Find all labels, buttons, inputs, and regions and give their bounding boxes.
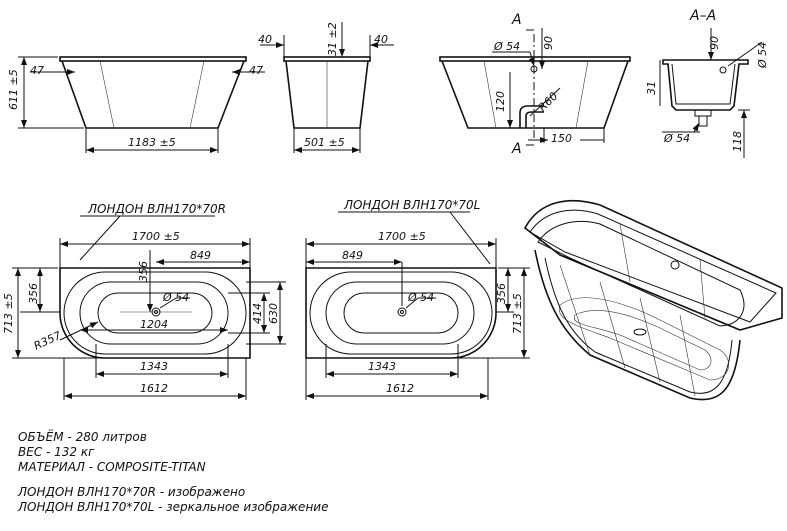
dim-611: 611 ±5 [7, 69, 20, 110]
plan-r-dim-r357: R357 [32, 329, 63, 353]
plan-r-dim-1700: 1700 ±5 [132, 230, 180, 243]
drain-view: A A Ø 54 90 120 R60 150 [439, 12, 631, 157]
plan-l-dim-1700: 1700 ±5 [378, 230, 426, 243]
dim-120: 120 [494, 91, 507, 112]
plan-r-dim-1612: 1612 [140, 382, 168, 395]
note-material: МАТЕРИАЛ - COMPOSITE-TITAN [18, 460, 206, 474]
end-view-rim [283, 56, 371, 62]
notes-block: ОБЪЁМ - 280 литров ВЕС - 132 кг МАТЕРИАЛ… [18, 430, 328, 515]
side-view: 47 47 611 ±5 1183 ±5 [7, 56, 265, 153]
dim-90-section: 90 [708, 36, 721, 50]
plan-l-dim-849: 849 [342, 249, 363, 262]
dim-40-right: 40 [374, 33, 388, 46]
end-view: 40 40 31 ±2 501 ±5 [258, 22, 394, 153]
plan-l-dim-1612: 1612 [386, 382, 414, 395]
section-view: A–A 90 Ø 54 31 Ø 54 118 [645, 8, 769, 158]
dim-47-right: 47 [249, 64, 263, 77]
plan-r-dim-414: 414 [251, 303, 264, 324]
dim-r60: R60 [536, 90, 560, 114]
plan-r-bottom [79, 281, 229, 345]
dim-90: 90 [542, 36, 555, 50]
dim-1183: 1183 ±5 [128, 136, 176, 149]
plan-view-r: ЛОНДОН ВЛН170*70R 1700 ±5 849 356 356 71… [2, 202, 286, 400]
drain-pipe [519, 105, 544, 128]
note-weight: ВЕС - 132 кг [18, 445, 95, 459]
note-model-l: ЛОНДОН ВЛН170*70L - зеркальное изображен… [18, 500, 329, 514]
dim-501: 501 ±5 [304, 136, 345, 149]
section-title: A–A [689, 8, 716, 24]
plan-r-dim-54: Ø 54 [162, 291, 189, 304]
section-mark-a-bottom: A [511, 141, 522, 157]
side-view-body [61, 60, 245, 129]
plan-l-dim-356: 356 [495, 283, 508, 304]
dim-54-section-bottom: Ø 54 [663, 132, 690, 145]
isometric-view [523, 199, 783, 401]
dim-150: 150 [551, 132, 572, 145]
plan-r-outline [59, 267, 251, 359]
dim-54: Ø 54 [493, 40, 520, 53]
dim-47-left: 47 [30, 64, 44, 77]
plan-r-dim-713: 713 ±5 [2, 293, 15, 334]
plan-r-dim-356-top: 356 [137, 261, 150, 282]
drain-view-rim [439, 56, 631, 62]
plan-l-dim-713: 713 ±5 [511, 293, 524, 334]
plan-l-bowl [309, 271, 493, 355]
plan-r-bowl [63, 271, 247, 355]
note-model-r: ЛОНДОН ВЛН170*70R - изображено [18, 485, 246, 499]
plan-r-dim-630: 630 [267, 303, 280, 324]
plan-r-dim-356-side: 356 [27, 283, 40, 304]
plan-l-dim-54: Ø 54 [407, 291, 434, 304]
dim-54-section-top: Ø 54 [756, 42, 769, 69]
plan-l-model: ЛОНДОН ВЛН170*70L [343, 198, 480, 212]
section-mark-a-top: A [511, 12, 522, 28]
iso-drain [633, 328, 647, 336]
plan-l-outline [305, 267, 497, 359]
section-outline [662, 59, 749, 111]
side-view-rim [59, 56, 247, 62]
dim-118: 118 [731, 131, 744, 152]
drain-view-body [441, 60, 629, 129]
plan-r-dim-1204: 1204 [140, 318, 168, 331]
plan-r-dim-849: 849 [190, 249, 211, 262]
plan-l-dim-1343: 1343 [368, 360, 396, 373]
iso-overflow [670, 260, 680, 270]
plan-r-dim-1343: 1343 [140, 360, 168, 373]
note-volume: ОБЪЁМ - 280 литров [18, 430, 147, 444]
plan-l-bottom [325, 281, 475, 345]
dim-31: 31 ±2 [326, 22, 339, 56]
dim-40-left: 40 [258, 33, 272, 46]
dim-31-section: 31 [645, 81, 658, 95]
plan-r-model: ЛОНДОН ВЛН170*70R [87, 202, 226, 216]
plan-view-l: ЛОНДОН ВЛН170*70L 1700 ±5 849 Ø 54 356 7… [305, 198, 530, 400]
plan-l-drain [397, 307, 407, 317]
